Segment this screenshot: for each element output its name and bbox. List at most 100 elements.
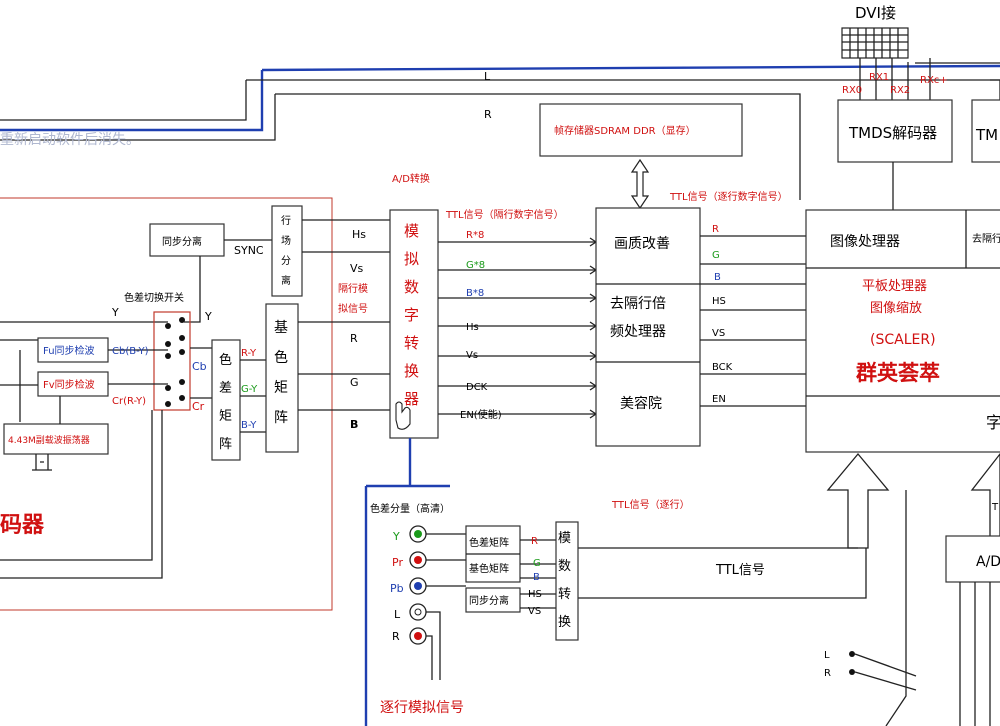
ad2-box (945, 535, 1000, 583)
wire-L-left (0, 80, 247, 121)
ttl-progressive: TTL信号（逐行数字信号） (669, 190, 788, 203)
pb-jack-icon (409, 577, 427, 595)
gy-label: G-Y (241, 384, 258, 395)
right-wire-down (885, 490, 907, 726)
label-R: R (484, 108, 492, 121)
L2-label: L (824, 650, 830, 661)
switch-frame (153, 311, 191, 411)
quality-label: 画质改善 (614, 236, 670, 252)
mid-out-wires (700, 235, 806, 407)
ttl-label: TTL信号 (715, 563, 765, 578)
pm-bottom: 基色矩阵 (469, 562, 509, 575)
cr2-label: Cr (192, 400, 205, 413)
cdm-4: 阵 (219, 437, 232, 452)
wire-R-left (0, 94, 276, 141)
adc-1: 模 (404, 222, 419, 240)
tmds2-box (971, 99, 1000, 163)
qunying-label: 群英荟萃 (856, 361, 940, 385)
prog-analog-label: 逐行模拟信号 (380, 700, 464, 716)
b-B: B (533, 572, 540, 583)
hs-label: Hs (352, 228, 366, 241)
rx2: RX2 (890, 85, 910, 96)
adc-hs: Hs (466, 322, 479, 333)
ry-label: R-Y (241, 348, 257, 359)
switch-label: 色差切换开关 (124, 291, 184, 304)
scaler-label: (SCALER) (870, 332, 936, 348)
hand-cursor-icon (395, 401, 411, 430)
component-label: 色差分量（高清） (370, 502, 450, 515)
adc-4: 字 (404, 306, 419, 324)
label-L: L (484, 70, 491, 83)
interlace-analog-2: 拟信号 (338, 302, 368, 315)
fv-label: Fv同步检波 (43, 378, 95, 391)
color-diff-matrix-box (211, 339, 241, 461)
pm-2: 色 (274, 349, 288, 366)
pr-jack-icon (409, 551, 427, 569)
osc-label: 4.43M副载波振荡器 (8, 434, 90, 446)
image-processor-box (805, 209, 1000, 453)
sync-sep-label: 同步分离 (162, 235, 202, 248)
mid-R: R (712, 224, 719, 235)
adc-arrowheads-icon (589, 237, 598, 419)
matrix-out-wires (520, 539, 556, 609)
component-blue-frame (364, 484, 450, 726)
mid-BCK: BCK (712, 362, 733, 373)
cdm-2: 差 (219, 381, 232, 396)
R-label-bottom: R (392, 630, 400, 643)
ad-partial: A/D (976, 554, 1000, 570)
adc2-2: 数 (558, 559, 571, 574)
mid-G: G (712, 250, 720, 261)
primary-matrix-box (265, 303, 299, 453)
mid-B: B (714, 272, 721, 283)
zi-label: 字 (986, 413, 1000, 432)
tmds-label: TMDS解码器 (848, 124, 937, 142)
ip-dividers (806, 210, 1000, 397)
switch-to-matrix (190, 347, 212, 399)
dvi-connector-icon (841, 27, 909, 59)
tmds-decoder-box (837, 99, 953, 163)
ttl-to-arrow-2 (578, 548, 867, 599)
bus-left-down (0, 70, 264, 132)
adc2-1: 模 (558, 531, 571, 546)
bus-line-L (261, 64, 1000, 72)
wire-decoder-out-1 (0, 410, 153, 561)
sync-bottom: 同步分离 (469, 594, 509, 607)
r8: R*8 (466, 230, 484, 241)
flat1: 平板处理器 (862, 279, 927, 294)
jack-wires (426, 533, 466, 680)
up-arrow-icon (826, 452, 890, 549)
adc-vs: Vs (466, 350, 478, 361)
switch-contacts-icon (165, 317, 185, 407)
sync-sep-box (149, 223, 225, 257)
adc-7: 器 (404, 390, 419, 408)
fu-label: Fu同步检波 (43, 344, 95, 357)
hv-sep-1: 行 (281, 214, 291, 227)
cdm-bottom: 色差矩阵 (469, 536, 509, 549)
ttl-prog-label: TTL信号（逐行） (611, 498, 690, 511)
deint-2: 频处理器 (610, 324, 666, 340)
mid-HS: HS (712, 296, 726, 307)
y-input-wires (0, 321, 168, 341)
dvi-label: DVI接 (855, 4, 896, 22)
double-arrow-icon (630, 158, 650, 210)
decoder-frame (0, 197, 333, 611)
R-label: R (350, 332, 358, 345)
wire-decoder-out-2 (0, 410, 163, 579)
tm-partial: TM (975, 126, 998, 144)
pm-1: 基 (274, 319, 288, 336)
flat2: 图像缩放 (870, 300, 922, 316)
adc-5: 转 (404, 334, 419, 352)
pm-4: 阵 (274, 410, 288, 426)
cdm-out-wires (240, 359, 266, 433)
L-label: L (394, 608, 401, 621)
cr-label: Cr(R-Y) (112, 396, 146, 407)
adc-en: EN(使能) (460, 408, 502, 421)
sync-bottom-box (465, 587, 521, 613)
osc-box (3, 423, 109, 455)
hv-sep-2: 场 (281, 234, 291, 247)
cb-label: Cb(B-Y) (112, 346, 149, 357)
adc-box (389, 209, 439, 439)
sync-label: SYNC (234, 244, 264, 257)
r-jack-icon (409, 627, 427, 645)
